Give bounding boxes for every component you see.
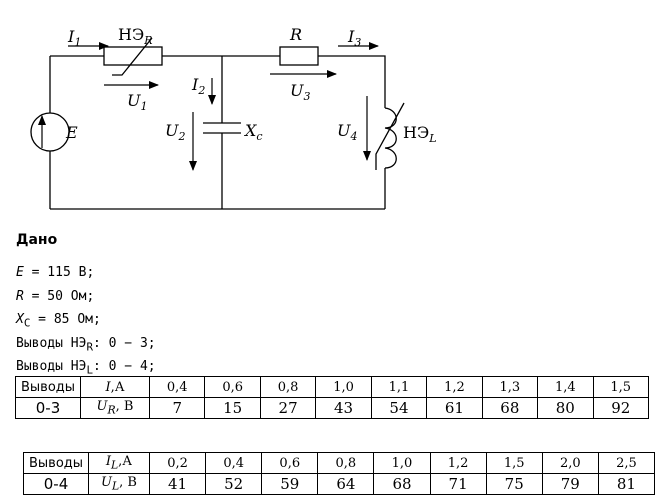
label-nel: НЭL <box>403 123 437 145</box>
table-cell: 68 <box>373 473 431 495</box>
table-cell: 64 <box>317 473 375 495</box>
capacitor-plates <box>203 122 241 134</box>
table-cell: 27 <box>259 397 317 419</box>
table-cell: 80 <box>537 397 594 419</box>
table-cell: 81 <box>597 473 656 495</box>
table-row-header: Выводы IL,А 0,2 0,4 0,6 0,8 1,0 1,2 1,5 … <box>23 452 656 474</box>
voltage-source <box>30 112 70 152</box>
inductor-coil <box>384 107 397 169</box>
table-cell: 1,3 <box>481 376 539 398</box>
table-cell: 15 <box>204 397 261 419</box>
table-cell-label: 0-3 <box>15 397 81 419</box>
table-cell: 68 <box>481 397 539 419</box>
table-cell-var: UL, В <box>88 473 150 495</box>
nonlinear-resistor-slash <box>112 37 153 76</box>
table-cell: 0,6 <box>261 452 319 474</box>
table-row-header: Выводы I,А 0,4 0,6 0,8 1,0 1,1 1,2 1,3 1… <box>15 376 649 398</box>
table-cell: 0,4 <box>205 452 263 474</box>
table-cell: 2,0 <box>541 452 599 474</box>
label-ner: НЭR <box>118 25 153 47</box>
table-cell: 75 <box>485 473 543 495</box>
table-cell: 1,2 <box>426 376 483 398</box>
table-cell: 43 <box>315 397 372 419</box>
circuit-diagram: I1 НЭR R I3 U1 I2 U3 E U2 Xc U4 НЭL <box>30 25 437 210</box>
table-cell-label: Выводы <box>23 452 89 474</box>
table-row-values: 0-4 UL, В 41 52 59 64 68 71 75 79 81 <box>23 473 656 495</box>
table-cell: 41 <box>148 473 207 495</box>
inductor-slash <box>375 102 405 170</box>
table-cell: 61 <box>426 397 483 419</box>
table-cell: 0,6 <box>204 376 261 398</box>
table-cell: 59 <box>261 473 319 495</box>
wire-top-right <box>318 55 386 108</box>
table-cell: 1,2 <box>429 452 487 474</box>
given-list: E = 115 В; R = 50 Ом; XC = 85 Ом; Выводы… <box>16 263 156 381</box>
table-cell: 1,0 <box>315 376 372 398</box>
table-cell: 0,4 <box>148 376 206 398</box>
table-cell: 1,5 <box>485 452 543 474</box>
table-cell: 1,0 <box>373 452 431 474</box>
table-cell-var: UR, В <box>80 397 150 419</box>
table-cell: 1,5 <box>592 376 649 398</box>
given-item-e: E = 115 В; <box>16 265 95 280</box>
label-i1: I1 <box>67 27 81 49</box>
table-cell: 54 <box>370 397 428 419</box>
table-cell: 92 <box>592 397 649 419</box>
table-cell-var: I,А <box>80 376 150 398</box>
table-cell-var: IL,А <box>88 452 150 474</box>
table-cell: 0,8 <box>317 452 375 474</box>
table-ner-characteristic: Выводы I,А 0,4 0,6 0,8 1,0 1,1 1,2 1,3 1… <box>15 376 649 419</box>
given-item-xc: XC = 85 Ом; <box>16 312 101 330</box>
given-title: Дано <box>16 232 58 248</box>
table-cell: 1,1 <box>370 376 428 398</box>
label-e: E <box>65 123 78 142</box>
given-item-nel-terminals: Выводы НЭL: 0 − 4; <box>16 359 156 377</box>
label-i3: I3 <box>347 27 361 49</box>
table-cell: 0,2 <box>148 452 207 474</box>
table-cell: 2,5 <box>597 452 656 474</box>
resistor-box <box>279 46 319 66</box>
table-cell: 0,8 <box>259 376 317 398</box>
table-cell: 7 <box>148 397 206 419</box>
table-cell: 1,4 <box>537 376 594 398</box>
label-i2: I2 <box>191 75 205 97</box>
given-item-r: R = 50 Ом; <box>16 288 95 304</box>
table-row-values: 0-3 UR, В 7 15 27 43 54 61 68 80 92 <box>15 397 649 419</box>
label-r: R <box>289 25 302 44</box>
label-u2: U2 <box>165 121 185 143</box>
label-u4: U4 <box>337 121 357 143</box>
table-cell: 52 <box>205 473 263 495</box>
label-xc: Xc <box>243 121 263 143</box>
nonlinear-resistor-box <box>103 46 163 66</box>
table-cell-label: Выводы <box>15 376 81 398</box>
table-cell-label: 0-4 <box>23 473 89 495</box>
given-item-ner-terminals: Выводы НЭR: 0 − 3; <box>16 335 156 354</box>
label-u1: U1 <box>127 91 147 113</box>
table-cell: 79 <box>541 473 599 495</box>
table-cell: 71 <box>429 473 487 495</box>
table-nel-characteristic: Выводы IL,А 0,2 0,4 0,6 0,8 1,0 1,2 1,5 … <box>23 452 656 495</box>
label-u3: U3 <box>290 81 310 103</box>
